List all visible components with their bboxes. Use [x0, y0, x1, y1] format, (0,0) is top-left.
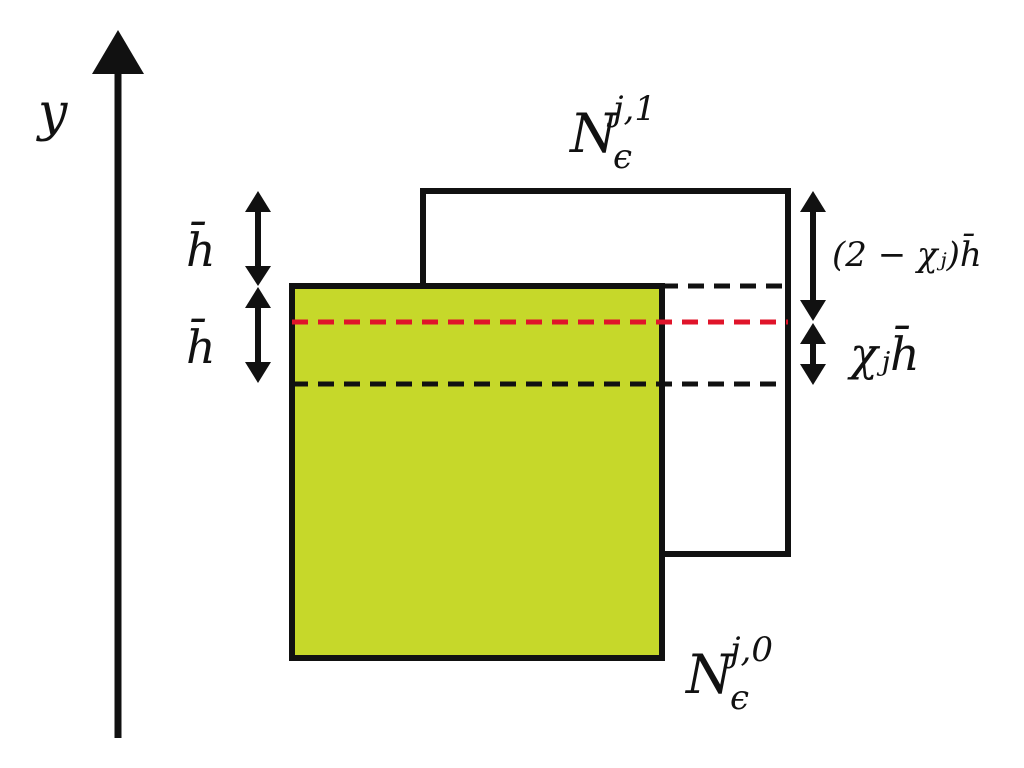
left-arrow-bottom-head-up: [245, 287, 271, 308]
right-dimension-upper-label: (2 − χⱼ)h̄: [832, 233, 982, 275]
right-dimension-lower-label: χⱼh̄: [847, 324, 920, 381]
lower-box: N j,0 ϵ: [289, 283, 773, 718]
lower-box-label-main: N: [684, 643, 735, 706]
y-axis-arrowhead: [92, 30, 144, 74]
lower-box-rect: [289, 283, 665, 661]
upper-box-label-sup: j,1: [606, 89, 656, 129]
left-arrow-top-head-up: [245, 191, 271, 212]
upper-box-label: N: [568, 102, 619, 165]
right-arrow-upper-head-up: [800, 191, 826, 212]
right-arrow-lower-head-up: [800, 323, 826, 344]
left-dimensions: h̄ h̄: [186, 191, 271, 383]
lower-box-label: N: [684, 643, 735, 706]
lower-box-label-sub: ϵ: [730, 678, 749, 718]
left-arrow-bottom-head-down: [245, 362, 271, 383]
right-arrow-lower-head-down: [800, 364, 826, 385]
left-arrow-top-head-down: [245, 266, 271, 286]
y-axis-label: y: [36, 83, 68, 143]
lower-box-label-sup: j,0: [723, 630, 773, 670]
right-dimensions: (2 − χⱼ)h̄ χⱼh̄: [800, 191, 982, 385]
reference-lines: [292, 283, 788, 387]
left-dimension-bottom-label: h̄: [186, 317, 216, 374]
y-axis: y: [36, 30, 144, 738]
upper-box-label-main: N: [568, 102, 619, 165]
upper-box-label-sub: ϵ: [613, 137, 632, 177]
left-dimension-top-label: h̄: [186, 220, 216, 277]
right-arrow-upper-head-down: [800, 300, 826, 321]
